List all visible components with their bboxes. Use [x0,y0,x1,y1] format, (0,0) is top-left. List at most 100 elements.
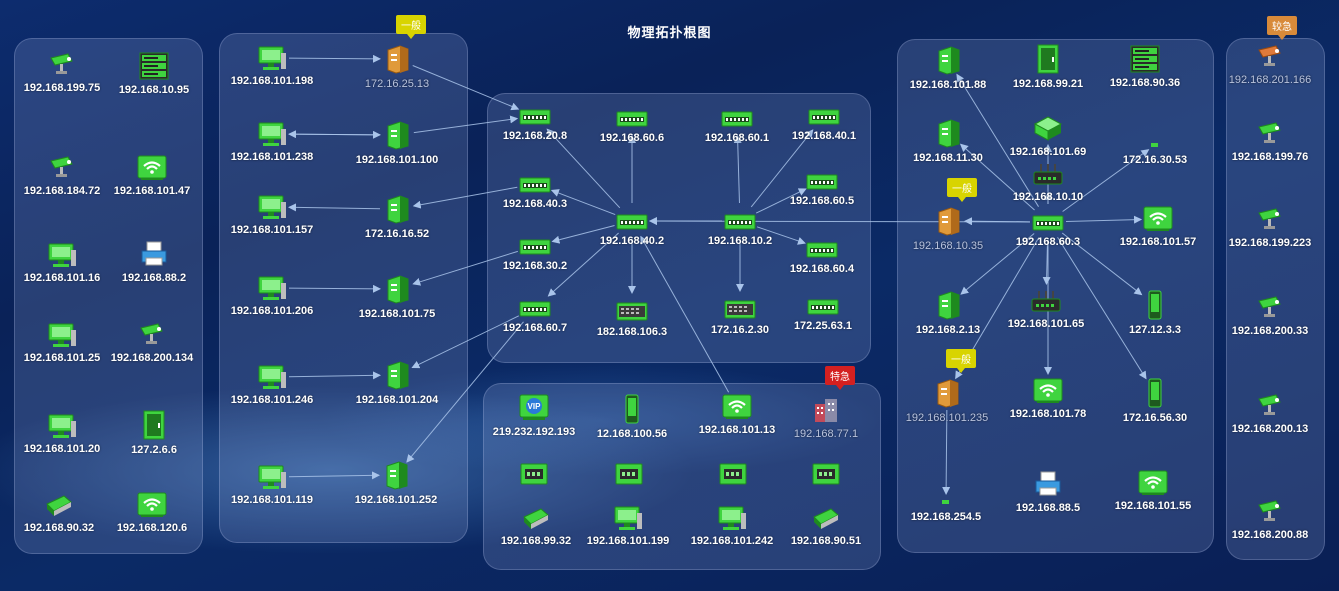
device-node[interactable]: 192.168.101.25 [7,322,117,364]
device-node[interactable]: 192.168.101.13 [682,394,792,436]
node-label: 12.168.100.56 [596,428,668,440]
device-node[interactable]: 192.168.101.65 [991,290,1101,330]
device-node[interactable]: 192.168.90.32 [4,492,114,534]
device-node[interactable]: 12.168.100.56 [577,394,687,440]
device-node[interactable]: 192.168.99.32 [481,505,591,547]
device-node[interactable]: 192.168.101.204 [342,360,452,406]
switch-node[interactable]: 192.168.60.1 [682,108,792,144]
switch-node[interactable]: 192.168.10.2 [685,211,795,247]
device-node[interactable]: 192.168.11.30 [893,118,1003,164]
severity-badge-normal: 一般 [396,15,426,39]
device-node[interactable]: 192.168.120.6 [97,492,207,534]
device-node[interactable]: 192.168.101.242 [677,505,787,547]
firewall-icon [574,462,684,486]
camera-icon [1215,499,1325,525]
device-node[interactable]: 192.168.90.36 [1090,45,1200,89]
switch-node[interactable]: 182.168.106.3 [577,300,687,338]
device-node[interactable]: 192.168.101.57 [1103,206,1213,248]
switch-node[interactable]: 172.25.63.1 [768,296,878,332]
device-node[interactable]: 192.168.199.75 [7,52,117,94]
device-node[interactable]: 192.168.199.76 [1215,121,1325,163]
device-node[interactable]: 192.168.10.35 [893,206,1003,252]
node-label: 192.168.101.199 [586,535,670,547]
device-node[interactable]: 127.2.6.6 [99,410,209,456]
switch-node[interactable]: 192.168.30.2 [480,236,590,272]
switch-node[interactable]: 192.168.60.3 [993,212,1103,248]
wifi-access-point-icon [97,492,207,518]
node-label: 172.16.25.13 [364,78,430,90]
switch-node[interactable]: 192.168.40.1 [769,106,879,142]
device-node[interactable] [574,462,684,486]
mobile-phone-icon [1100,290,1210,320]
switch-node[interactable]: 192.168.60.7 [480,298,590,334]
camera-icon [1215,295,1325,321]
connection-link [551,225,615,244]
network-switch-icon [685,211,795,231]
connection-link [960,233,1035,295]
device-node[interactable]: 192.168.101.199 [573,505,683,547]
device-node[interactable] [771,462,881,486]
device-node[interactable]: 192.168.10.10 [993,163,1103,203]
node-label: 192.168.101.69 [1009,146,1087,158]
connection-link [733,134,742,204]
device-node[interactable]: 192.168.101.20 [7,413,117,455]
device-node[interactable]: 192.168.101.88 [893,45,1003,91]
network-switch-icon [480,106,590,126]
device-node[interactable]: 192.168.184.72 [7,155,117,197]
device-node[interactable]: 192.168.99.21 [993,44,1103,90]
connection-link [750,129,814,208]
device-node[interactable]: 192.168.200.33 [1215,295,1325,337]
device-node[interactable]: 192.168.101.252 [341,460,451,506]
wifi-access-point-icon [1098,470,1208,496]
switch-node[interactable]: 192.168.60.5 [767,171,877,207]
device-node[interactable]: 192.168.88.2 [99,240,209,284]
device-node[interactable]: 192.168.200.88 [1215,499,1325,541]
device-node[interactable]: 192.168.101.47 [97,155,207,197]
device-node[interactable]: 192.168.254.5 [891,497,1001,523]
device-node[interactable]: 192.168.101.238 [217,121,327,163]
node-label: 192.168.101.252 [354,494,438,506]
node-label: 192.168.40.1 [791,130,857,142]
device-node[interactable]: 192.168.101.75 [342,274,452,320]
device-node[interactable]: 192.168.201.166 [1215,44,1325,86]
device-node[interactable]: 192.168.101.198 [217,45,327,87]
switch-node[interactable]: 192.168.60.6 [577,108,687,144]
server-icon [893,290,1003,320]
device-node[interactable]: 172.16.56.30 [1100,378,1210,424]
device-node[interactable]: 192.168.90.51 [771,505,881,547]
connection-link [287,130,381,139]
device-node[interactable]: 127.12.3.3 [1100,290,1210,336]
device-node[interactable]: 192.168.101.206 [217,275,327,317]
node-label: 192.168.101.246 [230,394,314,406]
switch-node[interactable]: 192.168.40.2 [577,211,687,247]
device-node[interactable]: 192.168.101.119 [217,464,327,506]
device-node[interactable]: 192.168.200.134 [97,322,207,364]
device-node[interactable]: 192.168.101.157 [217,194,327,236]
device-node[interactable]: 192.168.101.100 [342,120,452,166]
device-node[interactable]: 192.168.77.1 [771,396,881,440]
device-node[interactable]: 192.168.200.13 [1215,393,1325,435]
switch-node[interactable]: 192.168.60.4 [767,239,877,275]
device-node[interactable]: 192.168.101.16 [7,242,117,284]
device-node[interactable]: 192.168.88.5 [993,470,1103,514]
device-node[interactable]: 192.168.199.223 [1215,207,1325,249]
network-switch-icon [480,298,590,318]
device-node[interactable]: 192.168.2.13 [893,290,1003,336]
device-node[interactable] [479,462,589,486]
device-node[interactable]: 192.168.101.246 [217,364,327,406]
device-node[interactable]: 192.168.10.95 [99,52,209,96]
desktop-computer-icon [217,194,327,220]
switch-node[interactable]: 192.168.40.3 [480,174,590,210]
wifi-access-point-icon [993,378,1103,404]
switch-node[interactable]: 192.168.20.8 [480,106,590,142]
device-node[interactable]: 172.16.16.52 [342,194,452,240]
device-node[interactable]: 172.16.25.13 [342,44,452,90]
device-node[interactable]: 192.168.101.235 [892,378,1002,424]
device-node[interactable]: 192.168.101.55 [1098,470,1208,512]
device-node[interactable]: 192.168.101.69 [993,114,1103,158]
device-node[interactable]: 192.168.101.78 [993,378,1103,420]
device-node[interactable]: 172.16.30.53 [1100,140,1210,166]
device-node[interactable] [678,462,788,486]
switch-node[interactable]: 172.16.2.30 [685,298,795,336]
